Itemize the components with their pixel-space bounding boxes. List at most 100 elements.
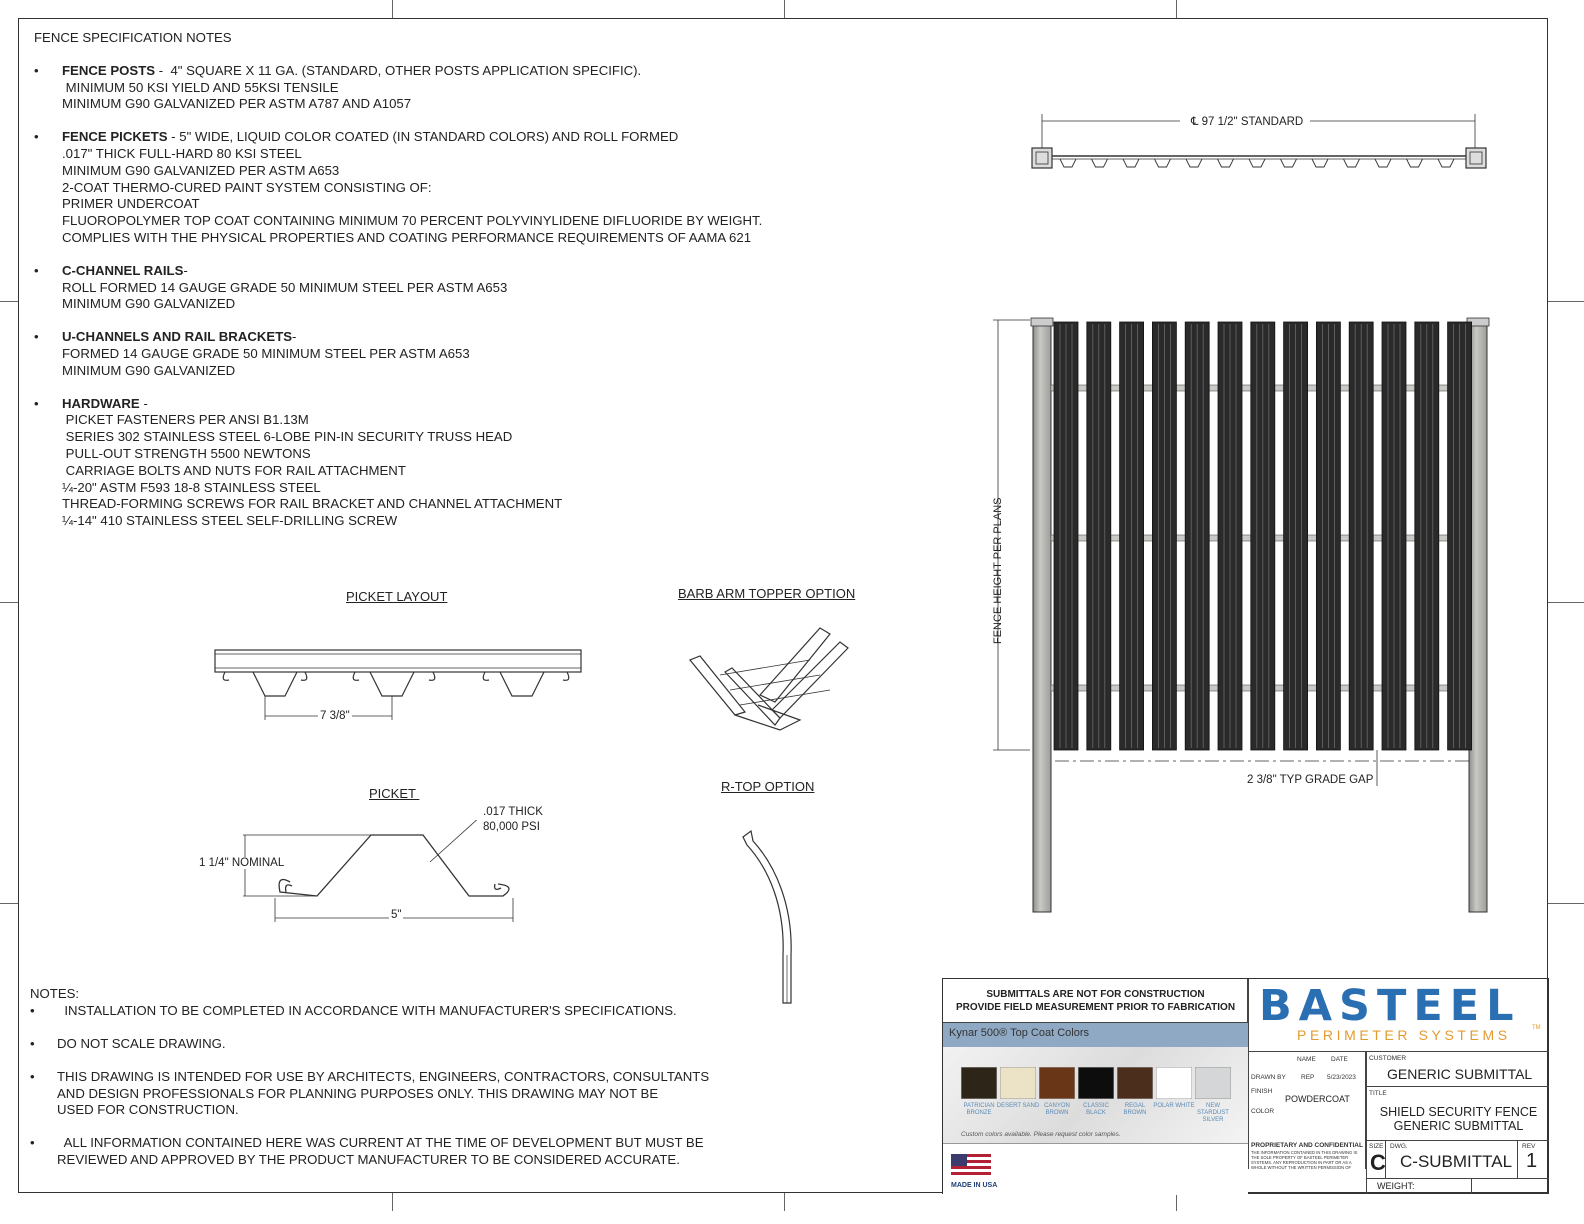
picket-layout-dimension: 7 3/8" [318,710,352,722]
custom-colors-note: Custom colors available. Please request … [961,1131,1121,1138]
color-swatch [1117,1067,1153,1099]
spec-line: FENCE POSTS - 4" SQUARE X 11 GA. (STANDA… [62,63,934,80]
spec-line: 2-COAT THERMO-CURED PAINT SYSTEM CONSIST… [62,179,432,195]
picket [1348,321,1374,751]
specification-notes: FENCE SPECIFICATION NOTES •FENCE POSTS -… [34,30,934,546]
picket-layout-drawing [214,649,582,720]
warning-line-1: SUBMITTALS ARE NOT FOR CONSTRUCTION [986,989,1205,1000]
note-line: DO NOT SCALE DRAWING. [57,1035,226,1051]
spec-line: .017" THICK FULL-HARD 80 KSI STEEL [62,145,302,161]
note-line: AND DESIGN PROFESSIONALS FOR PLANNING PU… [57,1085,659,1101]
color-swatch-label: PATRICIAN BRONZE [963,1103,995,1116]
spec-line: C-CHANNEL RAILS- [62,263,934,280]
color-swatch [1000,1067,1036,1099]
spec-heading: C-CHANNEL RAILS [62,262,184,278]
spec-line: U-CHANNELS AND RAIL BRACKETS- [62,329,934,346]
spec-section: •HARDWARE - PICKET FASTENERS PER ANSI B1… [34,396,934,530]
color-swatch-label: POLAR WHITE [1153,1103,1195,1109]
spec-section: •C-CHANNEL RAILS-ROLL FORMED 14 GAUGE GR… [34,263,934,313]
dwg-value: C-SUBMITTAL [1400,1152,1513,1171]
fence-height-label: FENCE HEIGHT PER PLANS [992,497,1004,645]
nominal-height-label: 1 1/4" NOMINAL [199,857,285,869]
spec-separator: - [155,62,171,78]
zone-tick [784,0,785,18]
spec-text: 4" SQUARE X 11 GA. (STANDARD, OTHER POST… [170,62,642,78]
spec-line: FLUOROPOLYMER TOP COAT CONTAINING MINIMU… [62,213,763,229]
note-item: • DO NOT SCALE DRAWING. [30,1036,730,1053]
picket [1151,321,1177,751]
notes-title: NOTES: [30,986,80,1001]
col-date-label: DATE [1331,1056,1348,1063]
picket [1217,321,1243,751]
drawn-by-label: DRAWN BY [1251,1074,1286,1081]
picket [1119,321,1145,751]
picket [1381,321,1407,751]
bullet: • [30,1002,35,1018]
customer-cell: CUSTOMER GENERIC SUBMITTAL [1366,1051,1549,1087]
spec-section: • FENCE PICKETS - 5" WIDE, LIQUID COLOR C… [34,129,934,247]
color-swatch-label: CLASSIC BLACK [1083,1103,1109,1116]
spec-section: •U-CHANNELS AND RAIL BRACKETS-FORMED 14 … [34,329,934,379]
picket-profile-drawing [243,820,514,922]
fence-elevation-view [993,317,1490,913]
title-line-2: GENERIC SUBMITTAL [1393,1119,1524,1133]
kynar-title: Kynar 500® Top Coat Colors [949,1027,1089,1039]
zone-tick [392,0,393,18]
barb-arm-title: BARB ARM TOPPER OPTION [678,586,856,601]
zone-tick [1176,0,1177,18]
warning-line-2: PROVIDE FIELD MEASUREMENT PRIOR TO FABRI… [955,1002,1236,1013]
customer-label: CUSTOMER [1369,1055,1407,1062]
zone-tick [0,903,18,904]
spec-section: •FENCE POSTS - 4" SQUARE X 11 GA. (STAND… [34,63,934,113]
standard-span-label: ℄ 97 1/2" STANDARD [1188,114,1307,128]
picket [1086,321,1112,751]
note-item: •THIS DRAWING IS INTENDED FOR USE BY ARC… [30,1069,730,1119]
spec-line: ¼-20" ASTM F593 18-8 STAINLESS STEEL [62,479,321,495]
rev-cell: REV 1 [1518,1141,1549,1179]
spec-line: FORMED 14 GAUGE GRADE 50 MINIMUM STEEL P… [62,345,470,361]
spec-heading: FENCE PICKETS [62,129,168,145]
picket-title: PICKET [369,786,420,801]
bullet: • [34,129,39,145]
bullet: • [30,1068,35,1084]
zone-tick [1548,903,1584,904]
note-line: USED FOR CONSTRUCTION. [57,1102,239,1118]
weight-label: WEIGHT: [1377,1181,1415,1191]
drawn-by-value: REP [1301,1074,1315,1081]
zone-tick [392,1193,393,1211]
picket [1283,321,1309,751]
spec-line: FENCE PICKETS - 5" WIDE, LIQUID COLOR CO… [62,129,934,146]
size-value: C [1370,1150,1386,1175]
zone-tick [1548,602,1584,603]
proprietary-heading: PROPRIETARY AND CONFIDENTIAL [1251,1142,1363,1149]
spec-line: PICKET FASTENERS PER ANSI B1.13M [62,412,309,428]
note-item: • ALL INFORMATION CONTAINED HERE WAS CUR… [30,1135,730,1168]
spec-heading: FENCE POSTS [62,62,156,78]
thickness-label-2: 80,000 PSI [483,821,540,833]
customer-value: GENERIC SUBMITTAL [1387,1066,1533,1082]
rev-label: REV [1522,1143,1536,1150]
us-flag-icon [951,1154,991,1178]
picket [1053,321,1079,751]
spec-separator: - [139,395,148,411]
brand-name: BASTEEL [1259,981,1521,1031]
title-block: SUBMITTALS ARE NOT FOR CONSTRUCTION PROV… [942,978,1550,1195]
dwg-cell: DWG. C-SUBMITTAL [1386,1141,1518,1179]
drawing-frame [18,18,1548,1193]
spec-separator: - [167,129,180,145]
spec-line: PULL-OUT STRENGTH 5500 NEWTONS [62,445,311,461]
finish-value: POWDERCOAT [1285,1094,1350,1104]
warning-cell: SUBMITTALS ARE NOT FOR CONSTRUCTION PROV… [943,979,1248,1023]
col-name-label: NAME [1297,1056,1316,1063]
plan-picket-profile [1059,158,1455,168]
spec-heading: HARDWARE [62,395,140,411]
general-notes: NOTES: • INSTALLATION TO BE COMPLETED IN… [30,986,730,1185]
bullet: • [30,1035,35,1051]
brand-logo: BASTEEL PERIMETER SYSTEMS TM [1248,979,1550,1051]
color-swatch-label: REGAL BROWN [1123,1103,1147,1116]
color-swatch-label: CANYON BROWN [1044,1103,1070,1116]
title-cell: TITLE SHIELD SECURITY FENCE GENERIC SUBM… [1366,1087,1549,1141]
weight-cell: WEIGHT: [1366,1179,1550,1194]
color-swatch-label: DESERT SAND [996,1103,1040,1109]
spec-text: 5" WIDE, LIQUID COLOR COATED (IN STANDAR… [179,129,679,145]
